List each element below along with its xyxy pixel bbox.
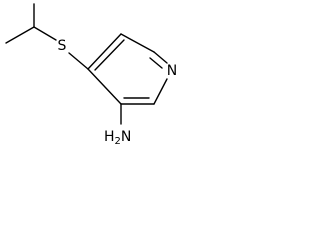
bond-sulfur-c4 bbox=[68, 52, 89, 70]
bond-c4-c5 bbox=[87, 33, 122, 70]
bond-c3-c4 bbox=[87, 68, 122, 105]
bond-c4-c5-double bbox=[94, 39, 125, 71]
amine-n: N bbox=[121, 129, 131, 145]
molecule-structure: S N H2N bbox=[5, 3, 177, 147]
bond-c6-n1 bbox=[153, 51, 168, 64]
amine-label: H2N bbox=[104, 129, 131, 147]
sulfur-atom-label: S bbox=[58, 38, 67, 54]
bond-c5-c6 bbox=[120, 33, 155, 53]
bond-n1-c2 bbox=[153, 78, 168, 105]
bond-c6-n1-double bbox=[149, 57, 163, 69]
amine-h: H bbox=[104, 129, 115, 145]
bond-ch3-left-ch bbox=[5, 26, 35, 44]
amine-subscript: 2 bbox=[115, 136, 121, 147]
molecule-canvas: S N H2N bbox=[0, 0, 190, 153]
bond-ch-sulfur bbox=[33, 26, 57, 41]
nitrogen-atom-label: N bbox=[167, 63, 177, 79]
